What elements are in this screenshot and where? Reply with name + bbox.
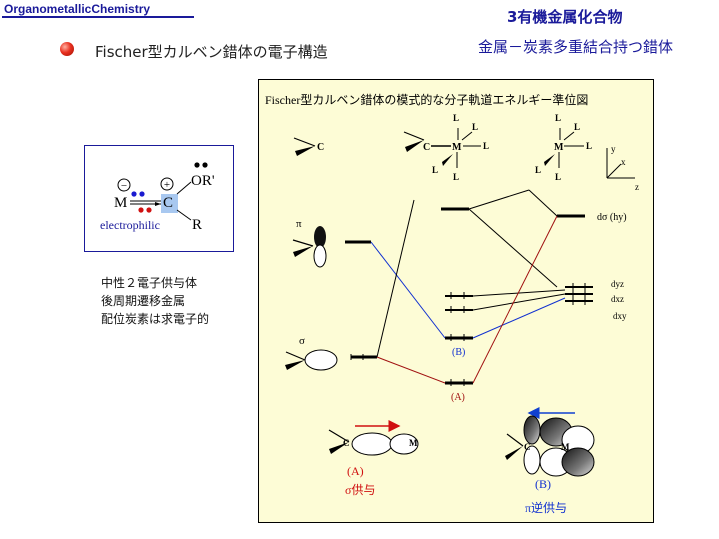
mo-diagram-panel: Fischer型カルベン錯体の模式的な分子軌道エネルギー準位図 C C M L … bbox=[258, 79, 654, 523]
metal-symbol: M bbox=[114, 195, 127, 211]
pi-metal-symbol: M bbox=[561, 442, 570, 452]
ml5-fragment: M L L L L L bbox=[535, 113, 592, 182]
carbene-fragment: C bbox=[293, 137, 324, 156]
mo-diagram: Fischer型カルベン錯体の模式的な分子軌道エネルギー準位図 C C M L … bbox=[265, 92, 639, 515]
property-line: 中性２電子供与体 bbox=[101, 276, 198, 290]
ligand-label: L bbox=[574, 122, 580, 132]
minus-charge: − bbox=[121, 180, 127, 192]
electron-dot bbox=[138, 207, 144, 213]
carbene-structure-box: − + M C OR' R electrophilic bbox=[84, 145, 234, 252]
lecture-subtitle: 金属－炭素多重結合持つ錯体 bbox=[478, 38, 674, 56]
electron-dot bbox=[202, 162, 208, 168]
carbon-highlight bbox=[161, 194, 178, 213]
sigma-donation-figure: C M (A) σ供与 bbox=[328, 420, 419, 497]
lecture-title: 3有機金属化合物 bbox=[507, 8, 623, 26]
carbon-symbol: C bbox=[163, 195, 173, 211]
correlation-lines bbox=[370, 189, 566, 384]
header-rule bbox=[2, 16, 194, 18]
donation-A-caption: σ供与 bbox=[345, 483, 375, 497]
level-label-dsigma: dσ (hy) bbox=[597, 212, 627, 223]
level-label-dxy: dxy bbox=[613, 311, 627, 321]
pi-carbon-symbol: C bbox=[524, 442, 531, 452]
complex-carbon-symbol: C bbox=[423, 142, 430, 153]
plus-charge: + bbox=[164, 179, 170, 191]
axis-z-label: z bbox=[635, 182, 639, 192]
ligand-label: L bbox=[555, 113, 561, 123]
substituent-or: OR' bbox=[191, 173, 215, 189]
ligand-label: L bbox=[555, 172, 561, 182]
carbene-symbol: C bbox=[317, 142, 324, 153]
electrophilic-label: electrophilic bbox=[100, 218, 160, 232]
level-label-A: (A) bbox=[451, 392, 465, 403]
plus-charge-circle bbox=[160, 177, 174, 191]
property-line: 配位炭素は求電子的 bbox=[101, 312, 210, 326]
level-label-dxz: dxz bbox=[611, 294, 624, 304]
electron-dot bbox=[146, 207, 152, 213]
ligand-label: L bbox=[453, 172, 459, 182]
sigma-correlation-line bbox=[376, 356, 446, 384]
donation-B-caption: π逆供与 bbox=[525, 500, 567, 515]
pi-label: π bbox=[296, 218, 302, 230]
electron-dot bbox=[131, 191, 137, 197]
sigma-label: σ bbox=[299, 335, 305, 347]
sigma-metal-symbol: M bbox=[409, 438, 418, 448]
pi-correlation-line bbox=[370, 241, 446, 339]
carbene-structure-drawing: − + M C OR' R electrophilic bbox=[100, 162, 215, 233]
electron-dot bbox=[139, 191, 145, 197]
axes-icon: y x z bbox=[606, 144, 639, 192]
axis-x-label: x bbox=[621, 157, 626, 167]
energy-levels bbox=[345, 207, 593, 386]
sigma-orbital-icon: σ bbox=[285, 335, 338, 371]
pi-orbital-icon: π bbox=[292, 218, 327, 268]
axis-y-label: y bbox=[611, 144, 616, 154]
mc-bond-arrowhead bbox=[155, 202, 161, 206]
c-r-bond bbox=[176, 209, 192, 221]
fragment-metal-symbol: M bbox=[554, 142, 564, 153]
c-or-bond bbox=[176, 181, 192, 195]
ligand-label: L bbox=[586, 141, 592, 151]
property-line: 後周期遷移金属 bbox=[101, 294, 186, 308]
donation-A-tag: (A) bbox=[347, 464, 364, 478]
level-label-dyz: dyz bbox=[611, 279, 624, 289]
ligand-label: L bbox=[535, 165, 541, 175]
bullet-icon bbox=[60, 42, 74, 56]
ligand-label: L bbox=[432, 165, 438, 175]
substituent-r: R bbox=[192, 217, 202, 233]
course-label: OrganometallicChemistry bbox=[4, 2, 151, 16]
complex-structure: C M L L L L L bbox=[403, 113, 489, 182]
diagram-title: Fischer型カルベン錯体の模式的な分子軌道エネルギー準位図 bbox=[265, 92, 588, 107]
properties-list: 中性２電子供与体 後周期遷移金属 配位炭素は求電子的 bbox=[101, 274, 209, 328]
ligand-label: L bbox=[483, 141, 489, 151]
pi-backdonation-figure: C M (B) π逆供与 bbox=[505, 407, 595, 515]
sigma-carbon-symbol: C bbox=[343, 438, 350, 448]
complex-metal-symbol: M bbox=[452, 142, 462, 153]
donation-B-tag: (B) bbox=[535, 477, 551, 491]
ligand-label: L bbox=[453, 113, 459, 123]
level-label-B: (B) bbox=[452, 347, 465, 358]
slide-title: Fischer型カルベン錯体の電子構造 bbox=[95, 43, 328, 61]
ligand-label: L bbox=[472, 122, 478, 132]
electron-dot bbox=[194, 162, 200, 168]
minus-charge-circle bbox=[117, 178, 131, 192]
